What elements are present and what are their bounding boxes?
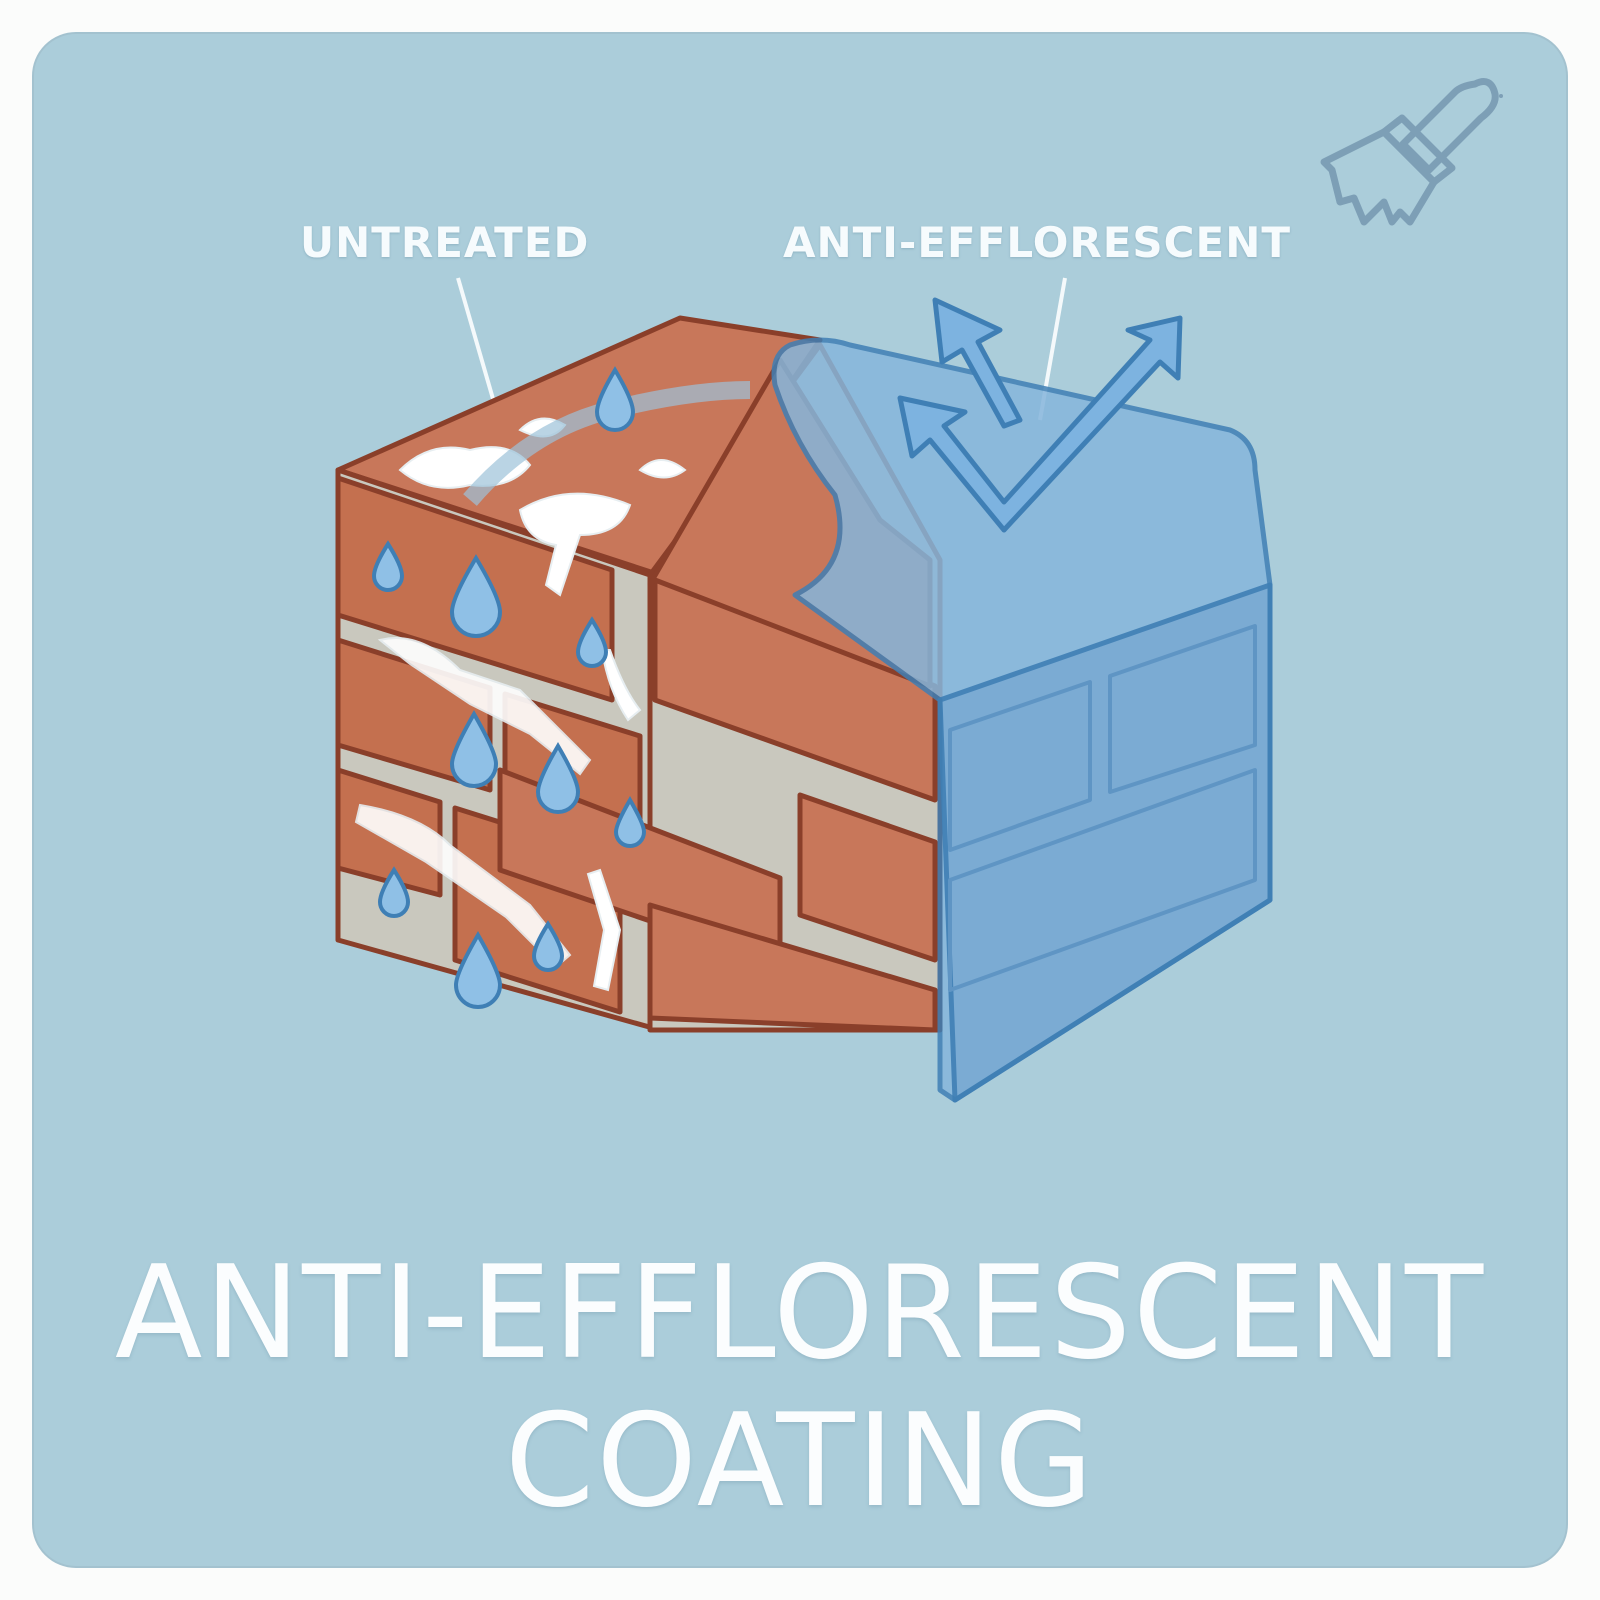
coated-brick-block bbox=[771, 337, 1273, 1103]
water-drop-icon bbox=[371, 366, 647, 1009]
title-line-1: ANTI-EFFLORESCENT bbox=[114, 1239, 1486, 1388]
title-line-2: COATING bbox=[504, 1387, 1096, 1536]
untreated-label: UNTREATED bbox=[300, 218, 590, 267]
anti-efflorescent-label: ANTI-EFFLORESCENT bbox=[783, 218, 1291, 267]
paintbrush-icon bbox=[1320, 78, 1503, 226]
deflect-arrows-icon bbox=[897, 297, 1183, 533]
